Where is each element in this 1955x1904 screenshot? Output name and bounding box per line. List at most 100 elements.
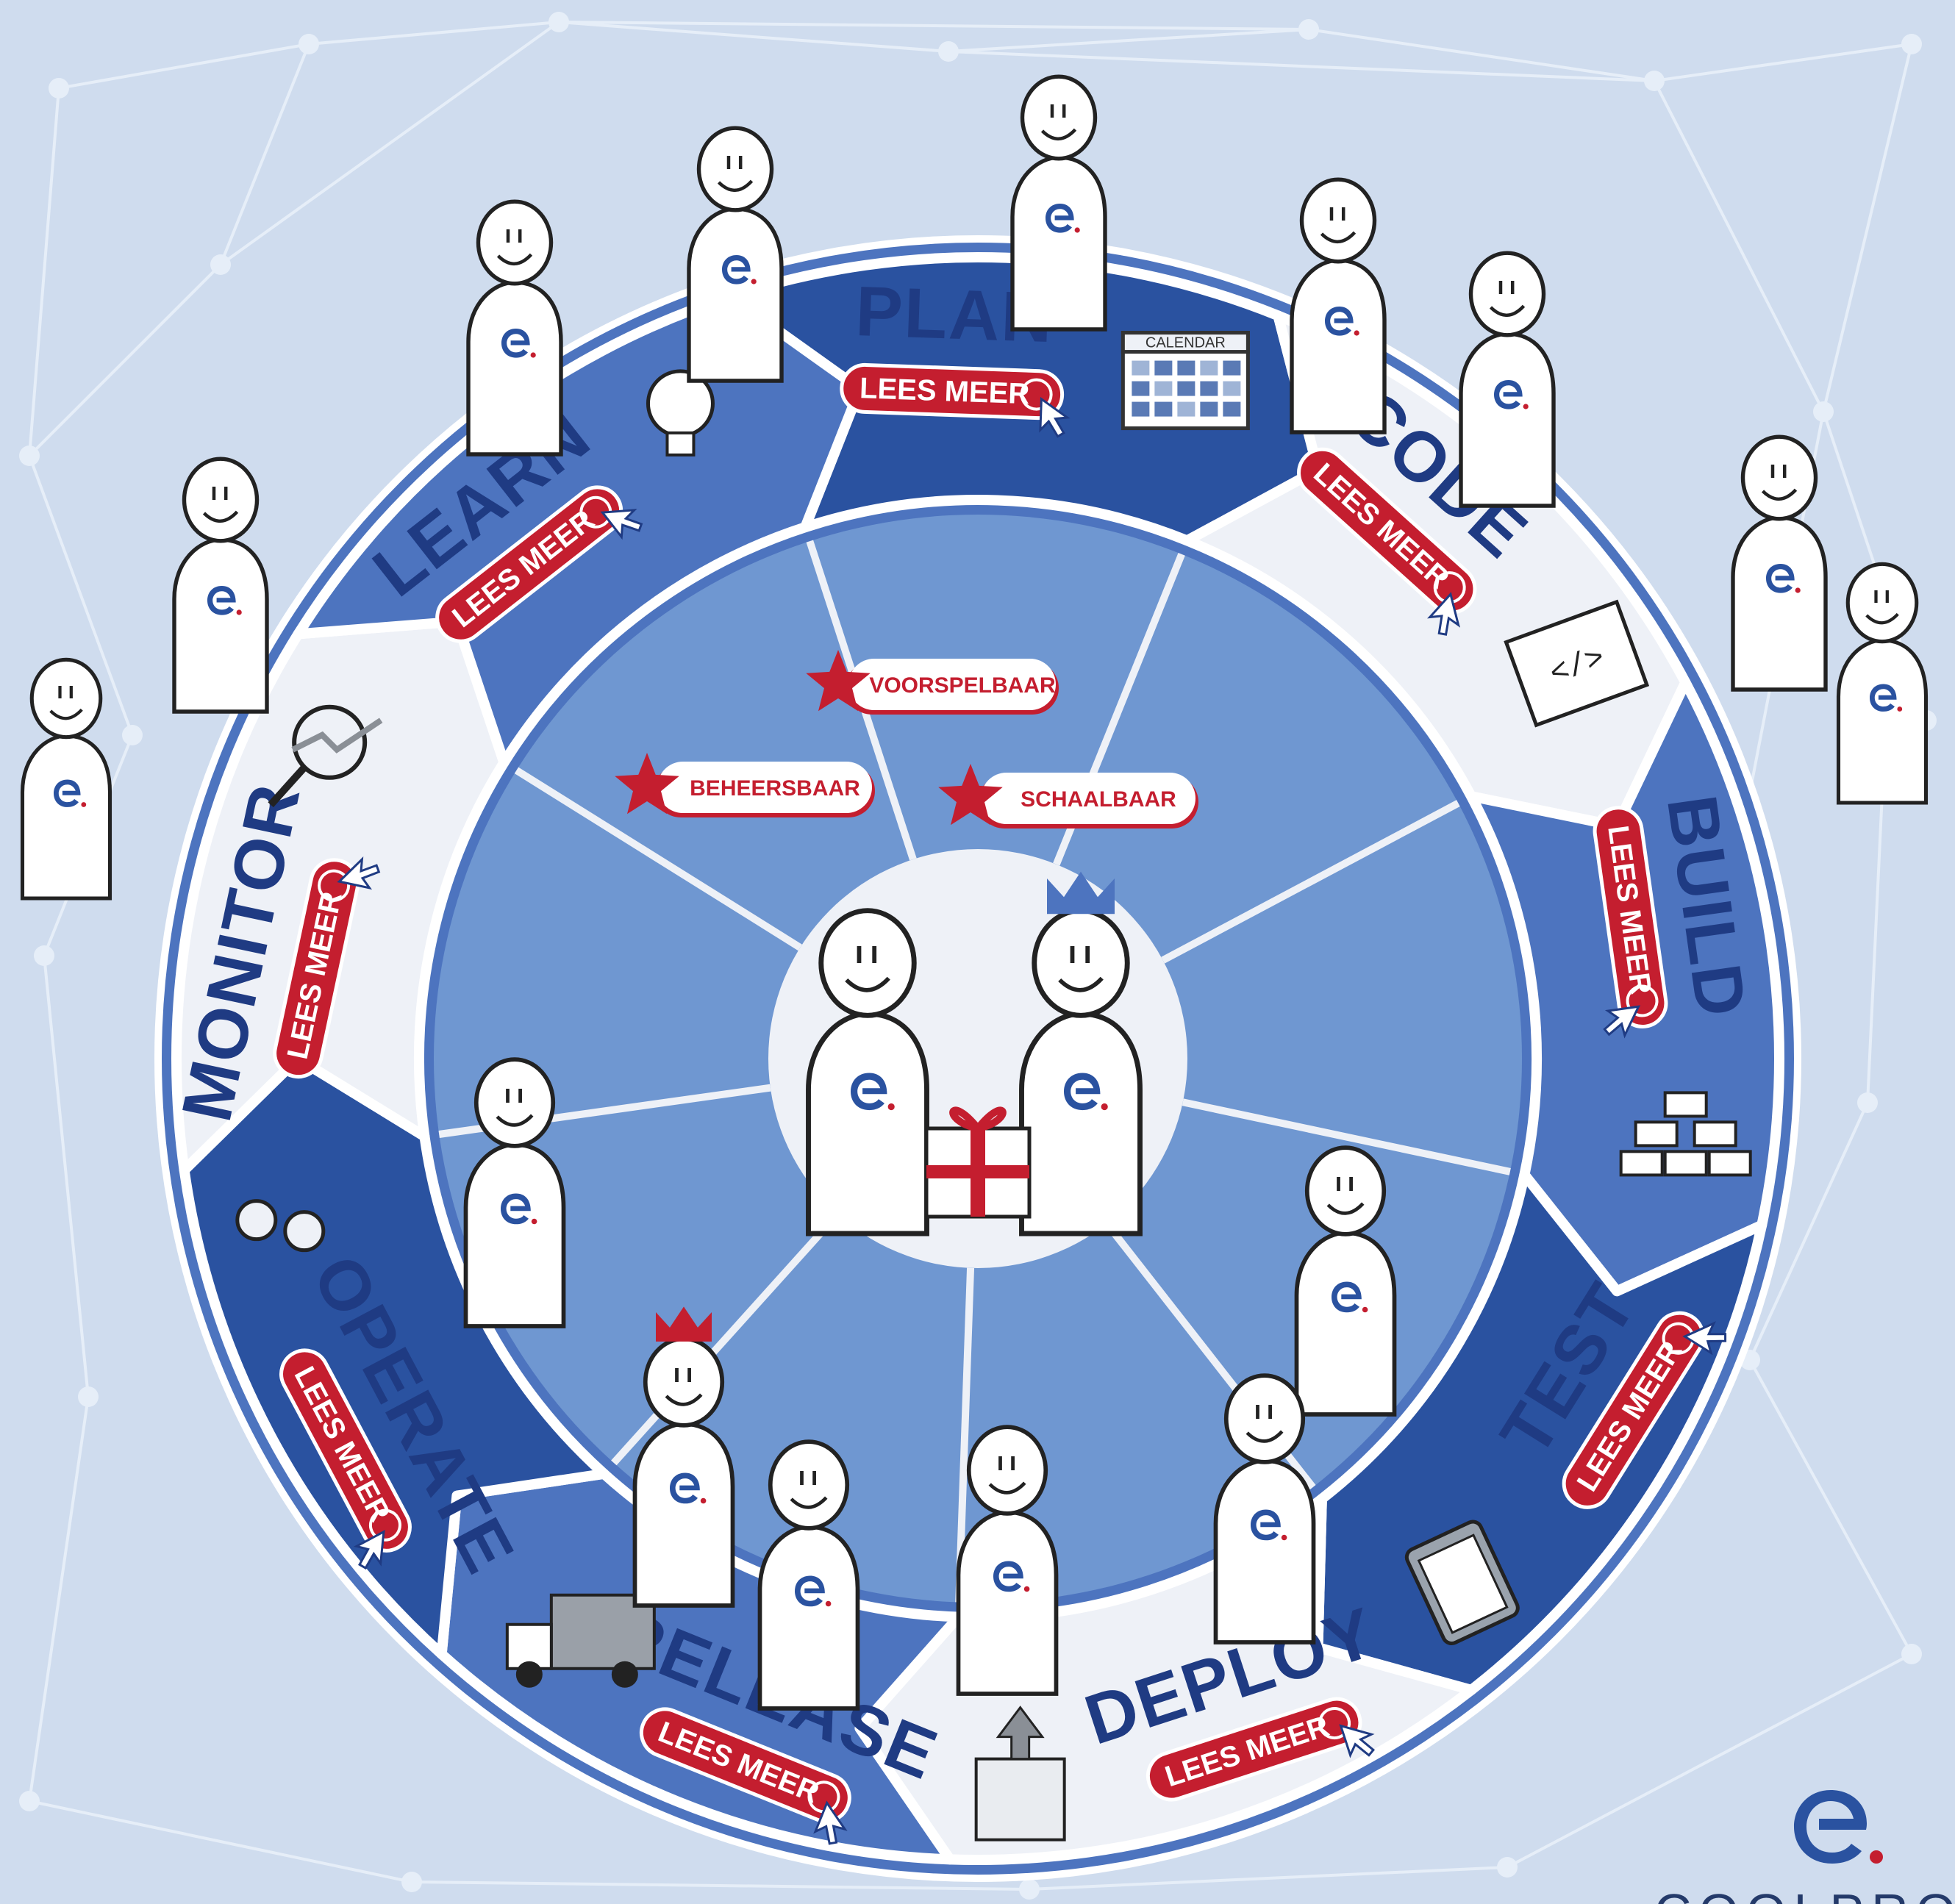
network-line [29,1800,412,1883]
center-hub [768,849,1187,1268]
network-node [299,34,319,54]
star-icon [615,753,679,815]
cursor-icon [1603,1005,1641,1039]
network-line [219,21,560,266]
value-badges: VOORSPELBAAR BEHEERSBAAR SCHAALBAAR [615,650,1198,828]
box-upload-icon [974,1706,1066,1842]
cursor-icon [353,1530,385,1570]
coolpro-badge-icon [1064,1073,1108,1111]
character-figure [632,1306,735,1608]
gift-icon [924,1106,1032,1219]
network-line [1029,1866,1508,1891]
network-line [308,21,560,46]
coolpro-badge-icon [1046,204,1080,233]
network-node [34,945,54,966]
character-figure [1731,434,1828,692]
badge-pill [848,659,1056,710]
coolpro-badge-icon [722,255,757,284]
value-label: SCHAALBAAR [1021,787,1176,812]
lees-meer-label: LEES MEER [859,372,1030,410]
value-badge-beheersbaar: BEHEERSBAAR [615,753,875,817]
gears-icon [235,1199,326,1253]
network-line [1654,43,1912,82]
cursor-icon [813,1800,848,1845]
character-figure [463,1057,566,1328]
wheel-spoke [1182,1098,1511,1175]
brand-logo: COOLPRO [1654,1790,1955,1904]
value-label: BEHEERSBAAR [690,776,860,801]
coolpro-badge-icon [501,329,536,358]
coolpro-badge-icon [795,1575,832,1607]
character-figure [172,457,269,714]
network-line [219,43,310,265]
character-figure [1010,74,1107,332]
calendar-label: CALENDAR [1146,335,1226,351]
network-node [19,445,40,466]
network-line [1653,80,1825,412]
character-figure [1294,1145,1397,1417]
character-figure [1213,1373,1316,1644]
value-badge-voorspelbaar: VOORSPELBAAR [806,650,1059,715]
network-node [1813,401,1834,422]
coolpro-badge-icon [1494,380,1529,409]
coolpro-badge-icon [501,1193,537,1225]
wheel-spoke [514,767,802,951]
network-line [28,1396,90,1802]
character-figure [1459,251,1556,508]
network-line [1822,43,1913,412]
lees-meer-button-monitor[interactable]: LEES MEER [271,850,381,1085]
coolpro-badge-icon [207,586,242,615]
calendar-icon: CALENDAR [1121,331,1250,431]
character-figure [1836,562,1929,805]
network-line [1308,28,1655,82]
network-line [43,955,90,1397]
network-node [49,78,69,99]
lees-meer-button-plan[interactable]: LEES MEER [840,362,1071,438]
click-target-icon [1020,378,1053,411]
wheel-spoke [611,1212,841,1466]
brand-name: COOLPRO [1654,1883,1955,1904]
star-icon [806,650,871,712]
coolpro-badge-icon [670,1472,707,1504]
network-node [19,1791,40,1811]
coolpro-badge-icon [1325,307,1359,336]
network-line [1866,793,1884,1103]
network-node [1644,71,1665,91]
clipboard-icon [1404,1520,1520,1645]
code-window-icon: </> [1504,599,1650,728]
click-target-icon [1662,1322,1695,1355]
characters [20,74,1929,1711]
star-icon [938,764,1003,826]
cursor-icon [1682,1321,1727,1356]
click-target-icon [1433,571,1466,604]
click-target-icon [368,1508,401,1542]
wheel-spoke [955,1267,975,1603]
coolpro-badge-icon [1766,564,1801,593]
network-line [558,21,1309,31]
network-line [28,263,222,457]
network-line [948,50,1655,82]
network-node [1298,19,1319,40]
network-node [210,254,231,275]
coolpro-logo-icon [1794,1790,1867,1864]
cursor-icon [1039,396,1071,438]
value-label: VOORSPELBAAR [869,673,1056,698]
badge-pill [657,762,872,813]
badge-pill [981,773,1195,824]
network-line [1748,1359,1913,1655]
cursor-icon [1339,1724,1376,1758]
network-line [28,455,134,736]
character-figure [466,199,563,457]
character-figure [956,1425,1059,1696]
magnifier-chart-icon [268,704,383,808]
coolpro-badge-icon [993,1561,1030,1592]
network-node [938,41,959,62]
cursor-icon [337,856,381,890]
network-node [1901,1644,1922,1664]
cursor-icon [600,509,643,540]
cursor-icon [1427,592,1461,636]
character-figure [20,657,112,901]
coolpro-badge-icon [851,1073,895,1111]
value-badge-schaalbaar: SCHAALBAAR [938,764,1198,828]
click-target-icon [807,1780,840,1814]
